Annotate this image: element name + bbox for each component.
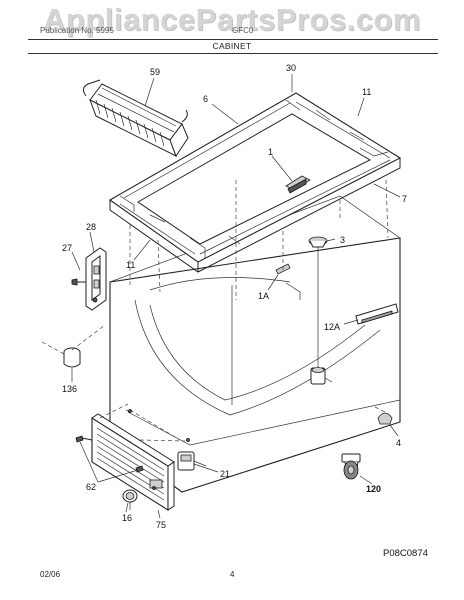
model-number: GFC0 <box>232 26 254 35</box>
callout-11-top: 11 <box>362 87 371 97</box>
leveling-foot <box>374 406 393 425</box>
callout-27: 27 <box>62 243 72 253</box>
callout-62: 62 <box>86 482 96 492</box>
callout-75: 75 <box>156 520 166 530</box>
watermark-text: AppliancePartsPros.com <box>43 2 421 37</box>
callout-4: 4 <box>396 438 401 448</box>
latch-strike <box>275 230 291 275</box>
header-rule-top <box>28 39 438 40</box>
foot-cap <box>41 324 106 368</box>
drawing-code: P08C0874 <box>383 548 428 559</box>
relay-cover <box>177 451 207 471</box>
wire-basket <box>82 79 189 158</box>
cabinet-body <box>109 195 401 493</box>
callout-7: 7 <box>402 194 407 204</box>
callout-30: 30 <box>286 63 296 73</box>
leader-lines <box>71 74 401 519</box>
lid-gasket-frame <box>108 92 402 273</box>
callout-1: 1 <box>268 147 273 157</box>
callout-12A: 12A <box>324 322 340 332</box>
callout-28: 28 <box>86 222 96 232</box>
footer-page-number: 4 <box>230 570 235 579</box>
footer-date: 02/06 <box>40 570 61 579</box>
callout-136: 136 <box>62 384 77 394</box>
callout-16: 16 <box>122 513 132 523</box>
callout-11-left: 11 <box>126 260 135 270</box>
screws <box>75 409 190 473</box>
callout-59: 59 <box>150 67 160 77</box>
callout-120: 120 <box>366 484 381 494</box>
header-rule-bottom <box>28 53 438 54</box>
caster-wheel <box>341 453 361 480</box>
callout-3: 3 <box>340 235 345 245</box>
callout-1A: 1A <box>258 291 269 301</box>
publication-number: Publication No. 5995 <box>40 26 114 35</box>
callout-labels: 59 30 6 11 1 7 28 27 3 11 1A 12A 136 4 2… <box>62 63 407 530</box>
callout-6: 6 <box>203 94 208 104</box>
callout-21: 21 <box>220 469 230 479</box>
compressor-grille <box>91 403 186 511</box>
drain-plug <box>308 236 333 385</box>
rating-label <box>355 303 399 325</box>
thermostat-knob <box>122 489 138 510</box>
hinge-assembly <box>71 247 107 311</box>
section-title: CABINET <box>212 41 252 51</box>
